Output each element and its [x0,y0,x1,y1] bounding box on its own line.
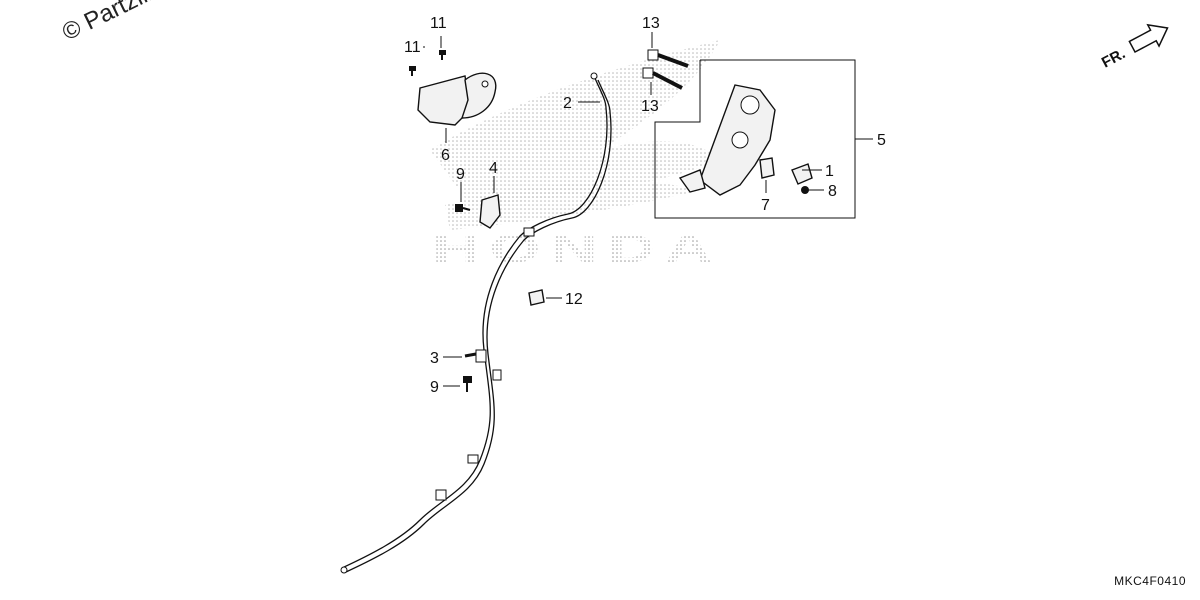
part-2-cable-inner [345,79,612,573]
honda-wing-logo [430,40,720,230]
part-13-bolt-upper [647,49,689,68]
cable-joint-c [467,454,479,464]
callout-1: 1 [825,163,834,180]
diagram-code: MKC4F0410 [1114,574,1186,588]
callout-9-lower: 9 [430,379,439,396]
callout-11-left: 11 [404,39,421,56]
callout-8: 8 [828,183,837,200]
honda-wordmark: HONDA [432,227,722,271]
callout-9-upper: 9 [456,166,465,183]
cable-end-upper [590,72,598,80]
part-11-bolt-b [409,66,416,76]
part-2-cable [341,75,608,569]
callout-11-top: 11 [430,15,447,32]
callout-7: 7 [761,197,770,214]
part-1-bushing [791,163,813,185]
front-direction-label: FR. [1099,45,1128,71]
part-9-bolt-upper [455,204,471,212]
assembly-bracket-outline [654,59,856,219]
callout-13-lower: 13 [641,98,659,115]
cable-joint-b [492,369,502,381]
part-5-bracket-assembly [678,84,776,196]
cable-joint-a [523,227,535,237]
callout-6: 6 [441,147,450,164]
callout-13-upper: 13 [642,15,660,32]
callout-3: 3 [430,350,439,367]
part-6-cover [417,72,497,126]
part-11-bolt-a [439,50,446,60]
part-4-clip [479,194,501,229]
cable-joint-d [435,489,447,501]
part-12-clip [528,289,545,306]
callout-12: 12 [565,291,583,308]
cable-end-lower [340,566,348,574]
part-8-nut [801,186,809,194]
callout-5: 5 [877,132,886,149]
part-3-bolt [464,349,487,363]
part-9-bolt-lower [463,376,472,392]
part-13-bolt-lower [642,67,683,90]
front-direction-arrow: FR. [1099,23,1169,72]
callout-2: 2 [563,95,572,112]
callout-4: 4 [489,160,498,177]
